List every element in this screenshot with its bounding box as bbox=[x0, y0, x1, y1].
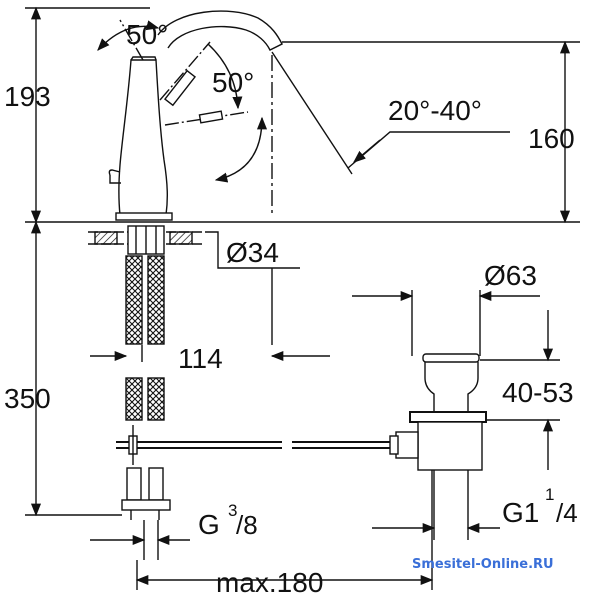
label-hose-thread-sup: 3 bbox=[228, 501, 237, 520]
label-diameter-base: Ø34 bbox=[226, 237, 279, 268]
label-angle-spout: 20°-40° bbox=[388, 95, 482, 126]
label-drain-thread-sup: 1 bbox=[545, 485, 554, 504]
drain-valve bbox=[389, 353, 487, 540]
angle-arc-lower bbox=[214, 116, 268, 183]
label-drain-thread: G1 1 /4 bbox=[502, 485, 578, 528]
hose-right bbox=[147, 255, 165, 345]
label-angle-lever-2: 50° bbox=[212, 67, 254, 98]
label-drain-thread-main: G1 bbox=[502, 497, 539, 528]
label-drain-diameter: Ø63 bbox=[484, 260, 537, 291]
label-drain-range: 40-53 bbox=[502, 377, 574, 408]
label-height-spout: 160 bbox=[528, 123, 575, 154]
watermark-text: Smesitel-Online.RU bbox=[412, 557, 554, 572]
hose-left-mid bbox=[125, 377, 143, 421]
mounting-section bbox=[88, 225, 205, 255]
angle-arc-mid bbox=[207, 43, 243, 110]
spout-angle-line bbox=[271, 51, 353, 175]
label-hose-thread-main: G bbox=[198, 509, 220, 540]
angle-arc-top bbox=[97, 20, 160, 51]
hose-left bbox=[125, 255, 143, 345]
hose-fittings bbox=[121, 467, 171, 520]
label-depth-below: 350 bbox=[4, 383, 51, 414]
label-angle-lever: 50° bbox=[126, 19, 168, 50]
label-height-total: 193 bbox=[4, 81, 51, 112]
spout-leader bbox=[347, 131, 510, 169]
label-drain-thread-sub: /4 bbox=[556, 498, 578, 528]
label-hose-thread-sub: /8 bbox=[236, 510, 258, 540]
label-hose-thread: G 3 /8 bbox=[198, 501, 258, 540]
dia34-leader bbox=[205, 231, 300, 269]
label-reach: 114 bbox=[178, 343, 223, 374]
label-max-distance: max.180 bbox=[216, 567, 323, 598]
hose-right-mid bbox=[147, 377, 165, 421]
faucet-body bbox=[108, 10, 283, 221]
